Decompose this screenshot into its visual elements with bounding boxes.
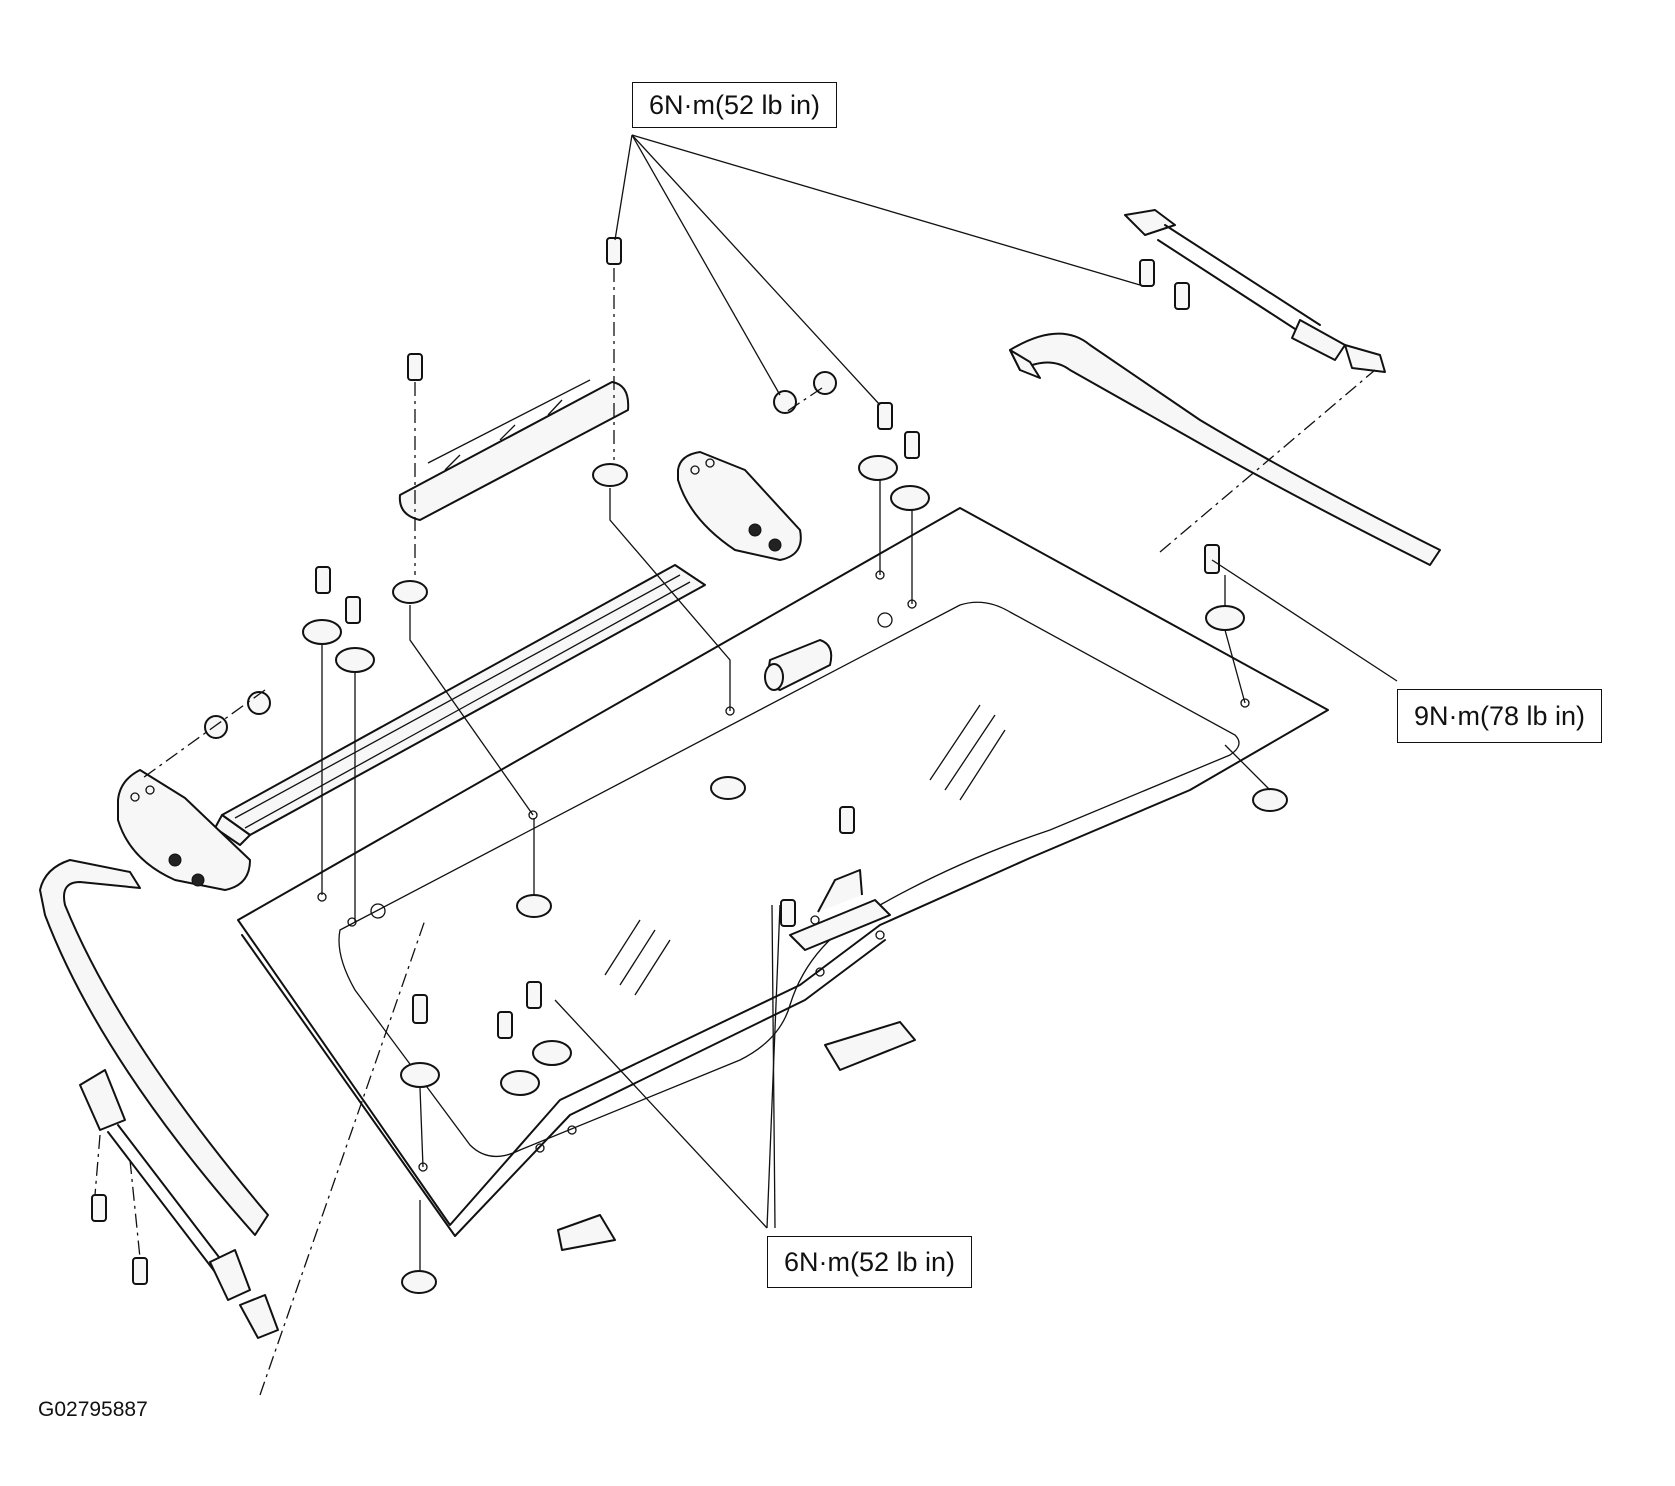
left-glass-channel-seal <box>214 564 706 846</box>
torque-spec-callout-top: 6N·m(52 lb in) <box>632 82 838 128</box>
glass-reflection-marks <box>604 704 1006 996</box>
liftgate-glass <box>237 507 1329 1237</box>
left-curved-trim <box>39 859 269 1236</box>
left-lift-support-strut <box>79 1069 279 1339</box>
center-latch-striker <box>764 639 833 691</box>
lower-glass-guides <box>557 1021 916 1251</box>
right-lift-support-strut <box>1124 209 1386 373</box>
torque-spec-callout-bottom: 6N·m(52 lb in) <box>767 1236 973 1288</box>
installation-guide-lines <box>94 268 1376 1396</box>
right-glass-channel-seal <box>1009 332 1441 566</box>
figure-id: G02795887 <box>38 1398 148 1421</box>
left-hinge-bracket <box>117 769 251 891</box>
torque-spec-callout-right: 9N·m(78 lb in) <box>1397 689 1603 743</box>
fasteners <box>91 237 1288 1294</box>
callout-leader-lines <box>554 134 1398 1229</box>
high-mount-stop-lamp <box>398 379 630 521</box>
right-hinge-bracket <box>677 451 802 561</box>
glass-latch-assembly <box>789 869 891 951</box>
